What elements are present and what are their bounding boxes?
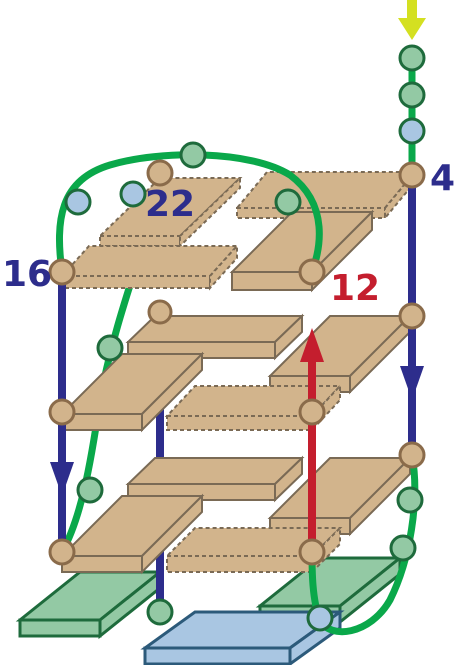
slab-row2-left-dashed [59,243,240,291]
navy-arrow-left [50,462,74,496]
slab-top-left-dashed [97,175,243,249]
slab-row4-left [59,351,205,433]
node-green-right-loop-2 [389,534,417,562]
label-strand-22: 22 [145,184,195,225]
slab-row3-back [125,313,305,361]
node-tan-red-2 [298,398,326,426]
node-green-top-1 [398,44,426,72]
node-tan-left-3 [48,538,76,566]
node-tan-mid-1 [147,299,173,325]
node-green-right-loop-1 [396,486,424,514]
node-tan-12 [298,258,326,286]
node-green-left-loop-2 [76,476,104,504]
node-blue-arc-left [64,188,92,216]
label-strand-4: 4 [430,158,455,199]
node-tan-red-3 [298,538,326,566]
node-tan-right-2 [398,302,426,330]
node-tan-22-top [146,159,174,187]
entry-arrow [398,0,426,40]
node-green-arc-right [274,188,302,216]
navy-arrow-right [400,366,424,400]
node-blue-bottom [306,604,334,632]
slab-row6-left [59,493,205,575]
node-blue-top [398,117,426,145]
node-green-top-2 [398,81,426,109]
node-green-arc-top [179,141,207,169]
node-tan-left-2 [48,398,76,426]
node-tan-16 [48,258,76,286]
label-strand-12: 12 [330,268,380,309]
node-tan-right-3 [398,441,426,469]
red-arrow [300,328,324,362]
node-green-left-loop-1 [96,334,124,362]
green-loop-bottom-right [308,454,419,636]
slab-row5-back [125,455,305,503]
node-green-mid-bottom [146,598,174,626]
node-tan-4 [398,161,426,189]
label-strand-16: 16 [2,254,52,295]
node-blue-22 [119,180,147,208]
bottom-green-block-left [15,568,165,640]
